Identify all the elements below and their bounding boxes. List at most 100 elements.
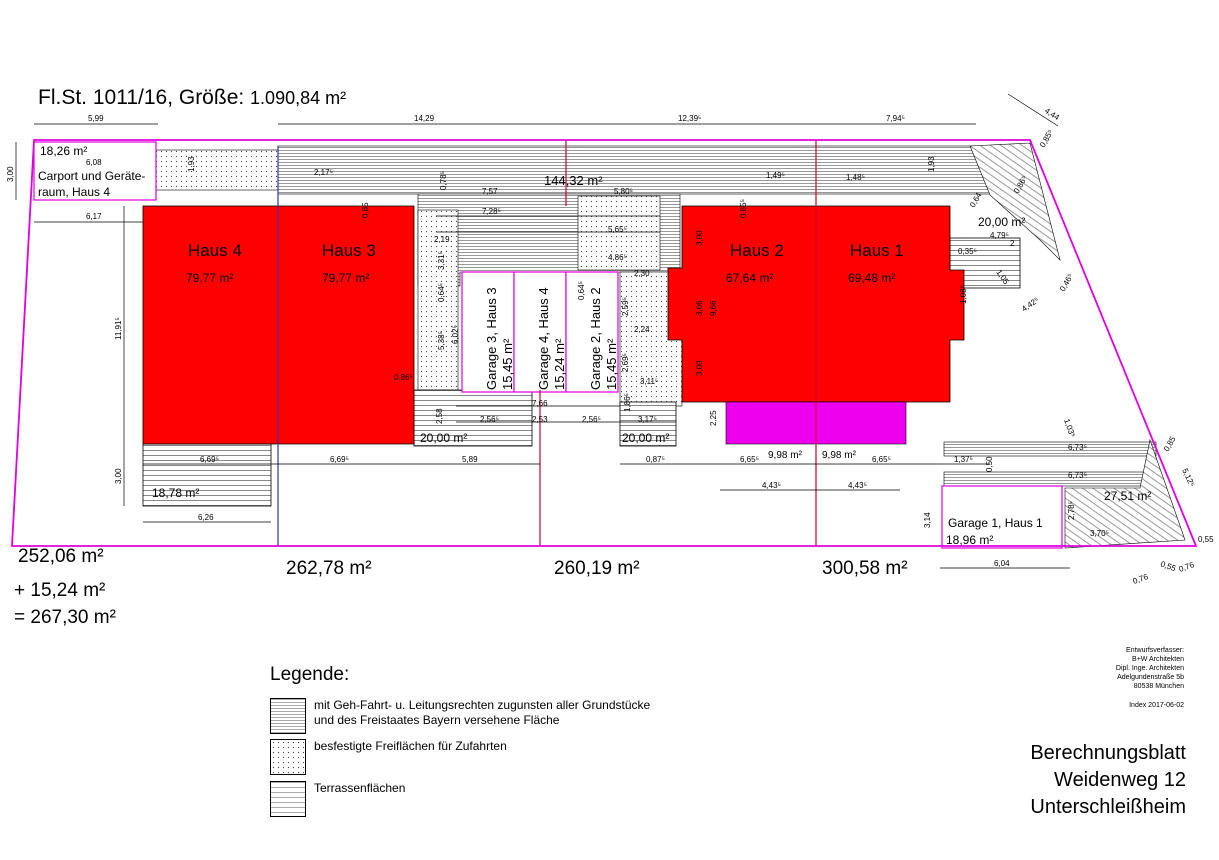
legend-easement-line-2: und des Freistaates Bayern versehene Flä…	[314, 713, 560, 727]
dim-misc-19: 3,17⁵	[638, 415, 657, 424]
parcel-4-area-line-1: 252,06 m²	[18, 546, 104, 567]
dim-misc-29: 9,66	[709, 300, 718, 316]
dim-misc-66: 1,37⁵	[954, 455, 973, 464]
dim-misc-47: 6,73⁵	[1068, 443, 1087, 452]
legend-item-easement: mit Geh-Fahrt- u. Leitungsrechten zuguns…	[270, 698, 650, 734]
dim-misc-38: 0,35⁵	[958, 247, 977, 256]
author-block: Entwurfsverfasser: B+W Architekten Dipl.…	[1116, 646, 1184, 691]
access-strip-hatched	[277, 145, 999, 195]
parcel-4-area-line-3: = 267,30 m²	[14, 607, 116, 628]
dim-misc-64: 6,65⁵	[740, 455, 759, 464]
index-date: Index 2017-06-02	[1129, 702, 1184, 709]
dim-misc-10: 3,31⁵	[437, 251, 446, 270]
dim-top-0: 5,99	[88, 114, 104, 123]
magenta-h2-area: 9,98 m²	[768, 450, 803, 461]
dim-misc-54: 0,76	[1132, 572, 1150, 586]
dim-misc-2: 2,17⁵	[314, 168, 333, 177]
dim-left-4: 6,08	[86, 158, 102, 167]
site-plan: Haus 4 79,77 m² Haus 3 79,77 m² Haus 2 6…	[6, 93, 1214, 586]
dimension-lines	[15, 93, 1070, 569]
dim-misc-4: 7,28⁵	[482, 207, 501, 216]
dim-left-0: 3,00	[6, 166, 15, 182]
dim-misc-59: 6,04	[994, 559, 1010, 568]
carport-line-1: Carport und Geräte-	[38, 169, 145, 183]
plot-size-value: 1.090,84 m²	[250, 88, 347, 108]
legend-item-paved: besfestigte Freiflächen für Zufahrten	[270, 739, 507, 775]
dim-misc-55: 0,76	[1178, 560, 1196, 574]
right-corner-area	[1064, 438, 1186, 549]
terrace-right-top-area: 20,00 m²	[978, 215, 1025, 229]
house-2-area: 67,64 m²	[726, 271, 773, 285]
dim-misc-16: 2,56⁵	[480, 415, 499, 424]
lane-dotted-2	[577, 195, 661, 271]
dim-misc-24: 2,59⁵	[621, 297, 630, 316]
parcel-1-area: 300,58 m²	[822, 558, 908, 579]
dim-misc-36: 0,85	[361, 202, 370, 218]
garage-2-area: 15,45 m²	[604, 338, 619, 390]
dim-misc-23: 2,24	[634, 325, 650, 334]
terrace-right-strip-2	[943, 471, 1157, 487]
terrace-left-mid	[413, 389, 533, 447]
garage-1-area: 18,96 m²	[946, 533, 993, 547]
dim-misc-9: 2,19	[434, 235, 450, 244]
house-4-area: 79,77 m²	[186, 271, 233, 285]
dim-misc-52: 0,55	[1198, 535, 1214, 544]
house-4-block	[142, 205, 279, 445]
dim-top-3: 7,94⁵	[886, 114, 905, 123]
parcel-2-area: 260,19 m²	[554, 558, 640, 579]
dim-misc-67: 4,43⁵	[762, 481, 781, 490]
legend-item-terrace: Terrassenflächen	[270, 781, 405, 817]
dim-misc-50: 0,85	[1162, 435, 1178, 453]
legend-easement-line-1: mit Geh-Fahrt- u. Leitungsrechten zuguns…	[314, 698, 651, 712]
terrace-h4-area: 18,78 m²	[152, 486, 199, 500]
dim-misc-11: 0,64⁵	[437, 283, 446, 302]
carport-box	[33, 141, 157, 201]
dim-misc-65: 6,65⁵	[872, 455, 891, 464]
legend-swatch-wide-hatch	[270, 781, 306, 817]
dim-misc-17: 2,53	[532, 415, 548, 424]
dim-misc-70: 2	[1010, 239, 1015, 248]
dim-misc-1: 0,78⁵	[439, 171, 448, 190]
dim-misc-34: 1,93	[927, 156, 936, 172]
property-boundary	[11, 139, 1198, 547]
dim-top-4: 4,44	[1043, 106, 1061, 122]
dim-misc-32: 1,49⁵	[766, 171, 785, 180]
legend-swatch-dots	[270, 739, 306, 775]
dim-misc-41: 1,08⁵	[959, 285, 968, 304]
garage-4-name: Garage 4, Haus 4	[536, 287, 551, 390]
dim-left-2: 11,91⁵	[114, 317, 123, 340]
garage-1-name: Garage 1, Haus 1	[948, 516, 1043, 530]
terrace-center	[619, 401, 677, 447]
plot-header: Fl.St. 1011/16, Größe: 1.090,84 m²	[38, 86, 346, 110]
dim-misc-35: 0,85⁵	[739, 199, 748, 218]
garage-3-area: 15,45 m²	[500, 338, 515, 390]
lane-dotted-1	[417, 209, 459, 391]
dim-misc-20: 7,66	[532, 399, 548, 408]
dim-misc-7: 4,86⁵	[608, 253, 627, 262]
dim-top-1: 14,29	[414, 114, 435, 123]
dim-misc-13: 6,02⁵	[451, 325, 460, 344]
garage-4-area: 15,24 m²	[552, 338, 567, 390]
dim-misc-8: 2,30	[634, 269, 650, 278]
dim-misc-57: 3,70⁵	[1090, 529, 1109, 538]
garage-3-name: Garage 3, Haus 3	[484, 287, 499, 390]
dim-misc-25: 2,69⁵	[621, 353, 630, 372]
author-line-4: Adelgundenstraße 5b	[1117, 674, 1184, 681]
legend-title: Legende:	[270, 664, 350, 685]
dim-misc-33: 1,48⁵	[846, 173, 865, 182]
magenta-h1-area: 9,98 m²	[822, 450, 857, 461]
house-1-block	[815, 205, 965, 403]
sheet-title: Berechnungsblatt Weidenweg 12 Unterschle…	[1030, 740, 1186, 821]
access-strip-area: 144,32 m²	[544, 173, 603, 188]
author-line-1: Entwurfsverfasser:	[1126, 647, 1184, 654]
carport-area: 18,26 m²	[40, 144, 87, 158]
parcel-3-area: 262,78 m²	[286, 558, 372, 579]
author-line-2: B+W Architekten	[1132, 656, 1184, 663]
terrace-right-strip-1	[943, 441, 1157, 457]
dim-misc-61: 6,69⁵	[330, 455, 349, 464]
legend-swatch-hatch	[270, 698, 306, 734]
right-corner-area: 27,51 m²	[1104, 489, 1151, 503]
dim-misc-3: 7,57	[482, 187, 498, 196]
sheet-title-line-2: Weidenweg 12	[1054, 769, 1186, 791]
dim-misc-48: 6,73⁵	[1068, 471, 1087, 480]
